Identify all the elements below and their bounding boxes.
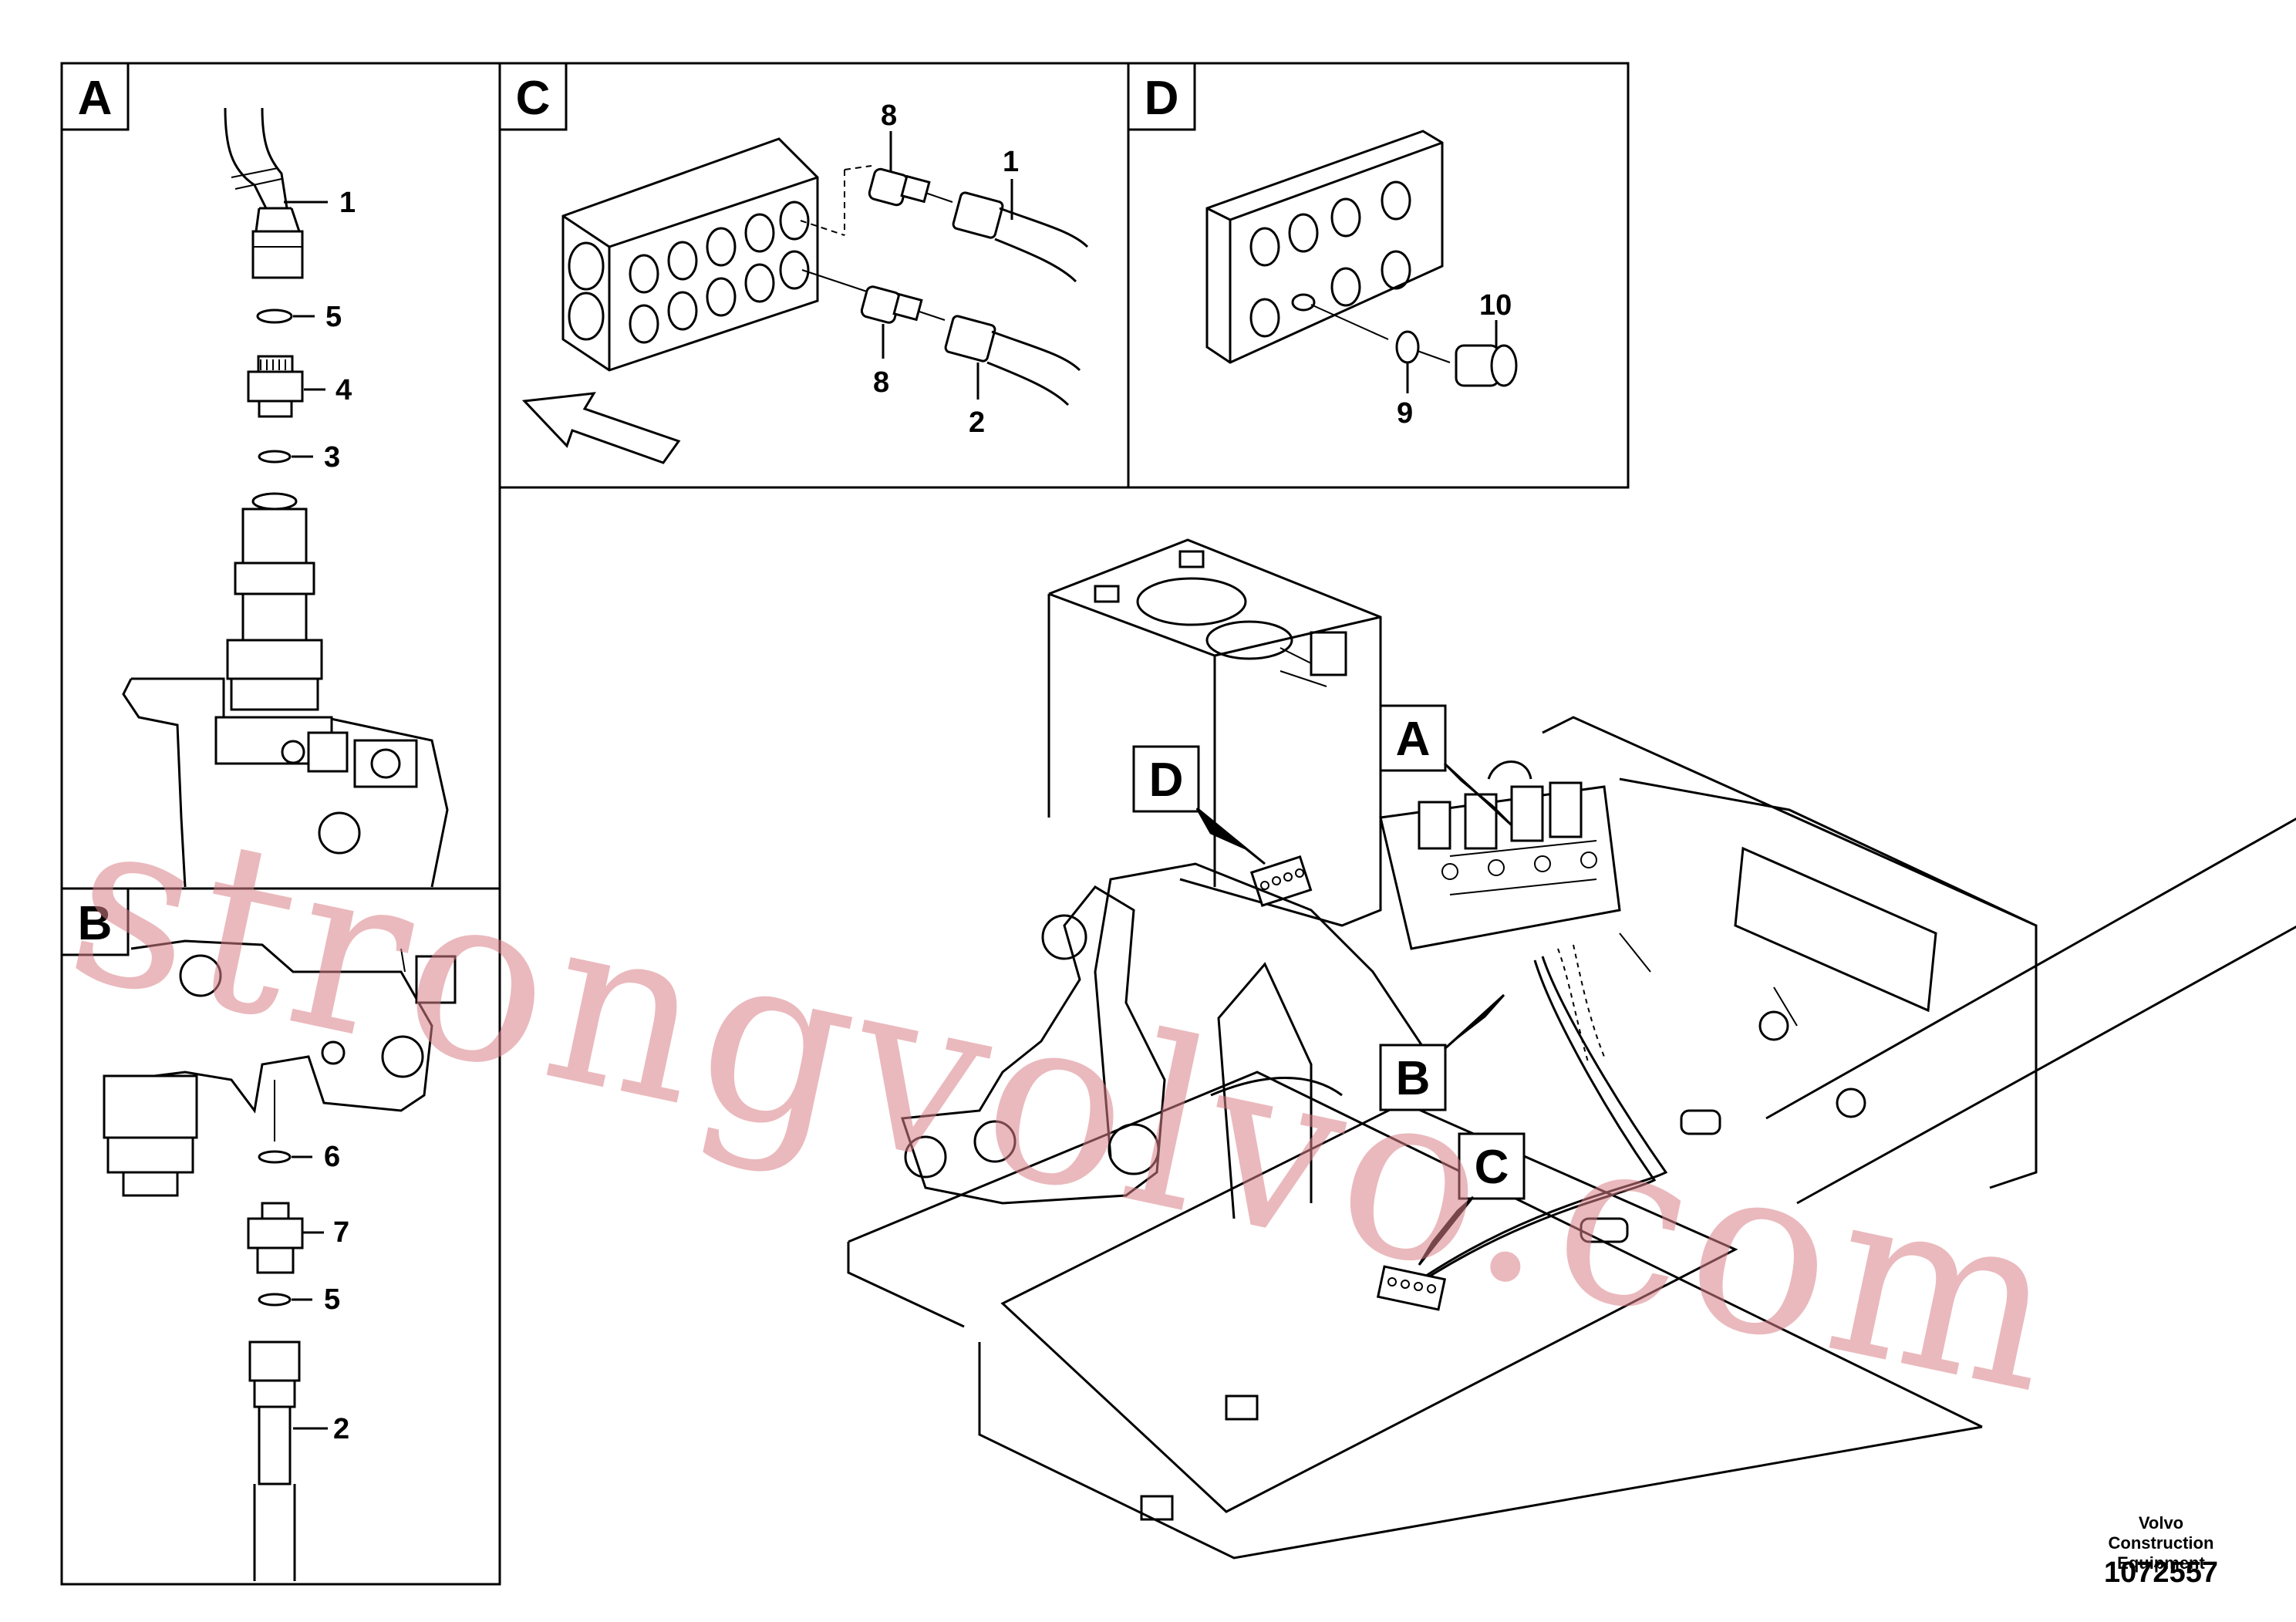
overview-machine: D A B C — [847, 538, 2296, 1560]
company-line-1: Volvo Construction — [2108, 1513, 2214, 1553]
callout-b-2: 2 — [333, 1413, 349, 1445]
callout-c-1: 1 — [1003, 146, 1019, 178]
company-line-2: Equipment — [2117, 1553, 2205, 1573]
callout-b-7: 7 — [333, 1216, 349, 1249]
callout-a-3: 3 — [324, 441, 340, 474]
panel-b: B 6 7 5 2 — [60, 887, 501, 1586]
panel-b-letter: B — [78, 897, 113, 950]
panel-d: D 9 10 — [1127, 62, 1630, 489]
panel-c: C 8 1 8 2 — [498, 62, 1130, 489]
callout-c-8-top: 8 — [881, 99, 897, 132]
overview-tag-c: C — [1475, 1141, 1509, 1194]
panel-d-letter: D — [1145, 72, 1179, 125]
drawing-number: 1072557 — [2104, 1556, 2218, 1589]
overview-tag-d: D — [1149, 754, 1184, 807]
overview-tag-a: A — [1396, 713, 1431, 766]
callout-a-4: 4 — [335, 374, 352, 406]
panel-a: A — [60, 62, 501, 890]
callout-a-1: 1 — [339, 187, 356, 219]
callout-c-2: 2 — [969, 406, 985, 439]
callout-b-5: 5 — [324, 1283, 340, 1316]
callout-d-9: 9 — [1397, 397, 1413, 430]
callout-c-8-bottom: 8 — [873, 366, 889, 399]
overview-tag-b: B — [1396, 1052, 1431, 1105]
footer-company: Volvo Construction Equipment — [2084, 1513, 2238, 1573]
callout-b-6: 6 — [324, 1141, 340, 1173]
callout-d-10: 10 — [1479, 289, 1512, 322]
panel-c-letter: C — [516, 72, 551, 125]
panel-a-letter: A — [78, 72, 113, 125]
callout-a-5: 5 — [325, 301, 342, 333]
